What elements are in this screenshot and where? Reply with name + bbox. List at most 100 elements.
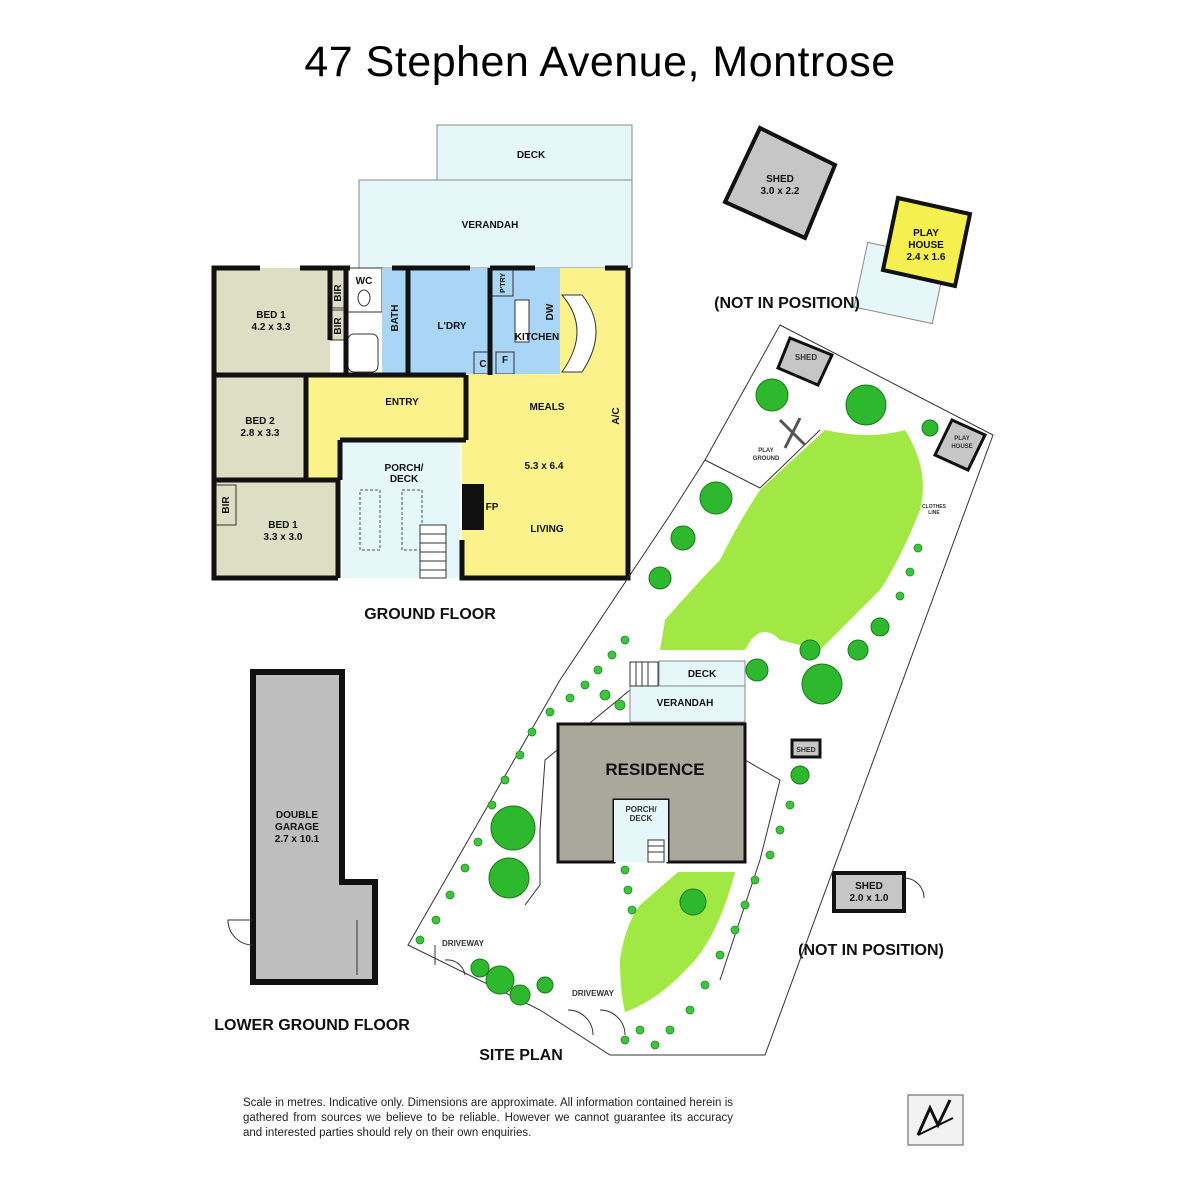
bir-label-3: BIR: [221, 496, 232, 514]
porch-mat-2: [401, 489, 423, 551]
shed2-shape: [832, 871, 906, 913]
living-size: 5.3 x 6.4: [525, 461, 564, 472]
exterior-walls: [211, 265, 631, 581]
shed2-size: 2.0 x 1.0: [850, 893, 889, 904]
ground-floor-heading: GROUND FLOOR: [364, 606, 496, 623]
clothes-line-label-1: CLOTHES: [922, 504, 947, 510]
shed1-label: SHED: [766, 174, 794, 185]
playhouse-label-1: PLAY: [913, 228, 939, 239]
play-ground-equipment: [778, 417, 807, 449]
north-compass-icon: [907, 1094, 964, 1146]
verandah-label: VERANDAH: [462, 220, 519, 231]
garage-door-swing: [227, 919, 254, 946]
site-deck-label: DECK: [688, 669, 717, 680]
garage-label-1: DOUBLE: [276, 810, 319, 821]
bath-blue: [382, 268, 408, 374]
front-lawn: [620, 872, 735, 1012]
bath-tub: [347, 333, 379, 373]
site-verandah-label: VERANDAH: [657, 698, 714, 709]
clothes-line-label-2: LINE: [928, 510, 940, 516]
verandah-area: [358, 179, 633, 269]
deck-label: DECK: [517, 150, 546, 161]
site-shed-side: [790, 738, 822, 759]
shed1-size: 3.0 x 2.2: [761, 186, 800, 197]
not-in-position-label-2: (NOT IN POSITION): [798, 942, 944, 959]
not-in-position-label-1: (NOT IN POSITION): [714, 295, 860, 312]
site-deck: [658, 660, 746, 687]
playhouse-size: 2.4 x 1.6: [907, 252, 946, 263]
deck-area: [436, 124, 633, 181]
bir-label-2: BIR: [333, 317, 344, 335]
laundry-label: L'DRY: [437, 321, 467, 332]
kitchen-label: KITCHEN: [515, 332, 559, 343]
living-label: LIVING: [530, 524, 564, 535]
large-trees: [470, 378, 939, 1006]
driveway-label-2: DRIVEWAY: [572, 989, 615, 998]
porch-label-1: PORCH/: [385, 463, 424, 474]
bed3-size: 3.3 x 3.0: [264, 532, 303, 543]
shed2-label: SHED: [855, 881, 883, 892]
site-porch-label-1: PORCH/: [625, 805, 657, 814]
lower-ground-floor-plan: DOUBLE GARAGE 2.7 x 10.1 LOWER GROUND FL…: [214, 669, 410, 1034]
residence-label: RESIDENCE: [605, 760, 704, 779]
lower-ground-heading: LOWER GROUND FLOOR: [214, 1017, 410, 1034]
garage-size: 2.7 x 10.1: [275, 834, 320, 845]
double-garage: [250, 669, 378, 985]
play-ground-label-1: PLAY: [758, 448, 773, 454]
ac-label: A/C: [611, 407, 622, 424]
fireplace: [462, 484, 484, 530]
shed1-shape: [722, 125, 838, 241]
porch-mat-1: [359, 489, 381, 551]
shrub-row: [415, 543, 923, 1050]
dw-label: DW: [545, 303, 556, 320]
site-porch-label-2: DECK: [630, 814, 653, 823]
bed2-size: 2.8 x 3.3: [241, 428, 280, 439]
site-back-steps: [629, 661, 659, 687]
site-shed-side-label: SHED: [796, 747, 815, 754]
entry-label: ENTRY: [385, 397, 419, 408]
wc-label: WC: [356, 276, 373, 287]
pantry-label: P'TRY: [500, 273, 507, 293]
driveway-gate-1: [434, 945, 466, 976]
porch-label-2: DECK: [390, 474, 419, 485]
bed1-label: BED 1: [256, 310, 286, 321]
porch-steps: [419, 524, 447, 579]
fireplace-label: FP: [486, 502, 499, 513]
site-verandah: [629, 685, 746, 723]
site-play-house-label-1: PLAY: [954, 436, 969, 442]
back-lawn: [660, 430, 923, 650]
bed2-label: BED 2: [245, 416, 275, 427]
site-shed-top-label: SHED: [795, 353, 817, 362]
cupboard-label: C: [479, 359, 486, 370]
garage-label-2: GARAGE: [275, 822, 319, 833]
site-plan: SHED PLAY HOUSE PLAY GROUND CLOTHES LINE…: [407, 324, 994, 1064]
bed1-room: [214, 268, 330, 375]
kitchen-island-curve: [560, 294, 597, 373]
garden-path-right: [719, 759, 781, 981]
site-front-steps: [647, 839, 665, 863]
bed1-size: 4.2 x 3.3: [252, 322, 291, 333]
meals-label: MEALS: [530, 402, 565, 413]
bed3-label: BED 1: [268, 520, 298, 531]
play-ground-label-2: GROUND: [753, 456, 780, 462]
shed2-door: [903, 877, 925, 899]
fridge-label: F: [502, 355, 508, 366]
toilet: [357, 289, 371, 307]
driveway-gate-2: [567, 1009, 626, 1036]
playhouse-label-2: HOUSE: [908, 240, 944, 251]
site-shed-top: [776, 336, 835, 387]
bed2-room: [214, 375, 306, 479]
site-play-house-label-2: HOUSE: [951, 444, 972, 450]
outbuildings: SHED 3.0 x 2.2 PLAY HOUSE 2.4 x 1.6 (NOT…: [714, 125, 973, 959]
playhouse-shape: [880, 195, 973, 289]
site-plan-heading: SITE PLAN: [479, 1047, 563, 1064]
ground-floor-plan: DECK VERANDAH BED 1 4.2 x 3.3 BED 2 2.8 …: [211, 124, 633, 623]
entry-hall: [306, 375, 466, 480]
bath-label: BATH: [390, 304, 401, 331]
inner-path: [704, 429, 821, 489]
kitchen-bench: [514, 299, 530, 343]
site-boundary: [407, 324, 994, 1056]
disclaimer-text: Scale in metres. Indicative only. Dimens…: [243, 1097, 733, 1139]
bir-label-1: BIR: [333, 284, 344, 302]
